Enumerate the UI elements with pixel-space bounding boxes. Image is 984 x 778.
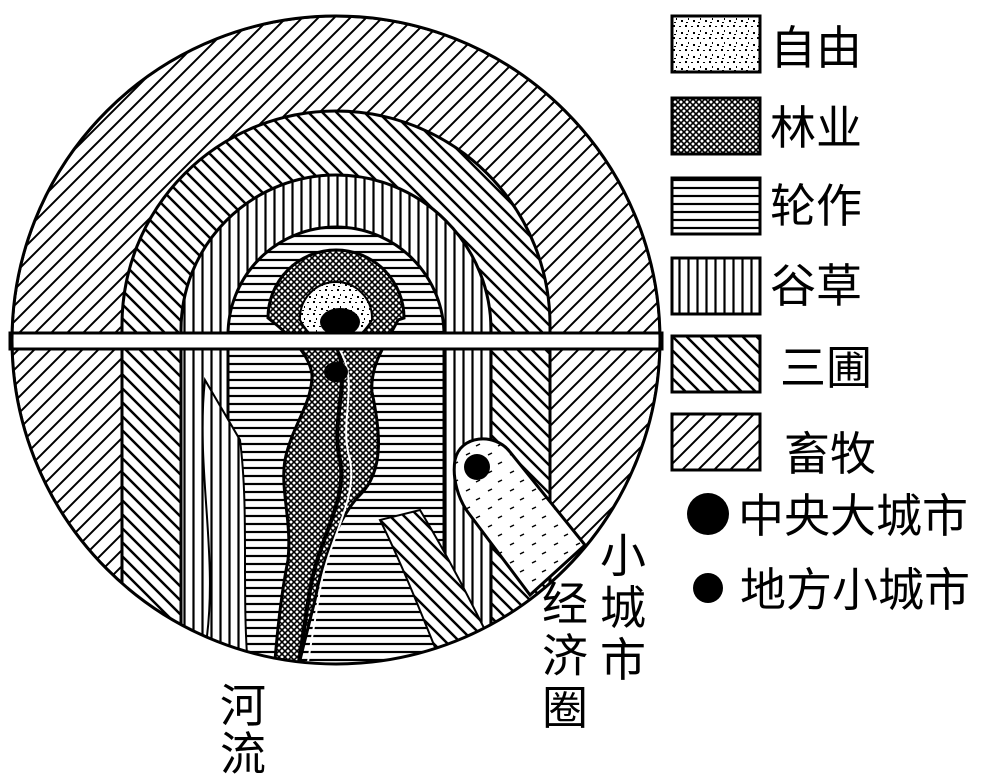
legend-swatch-rotation	[670, 176, 762, 236]
small-city-dot	[464, 454, 490, 480]
river-city-dot	[324, 362, 348, 382]
economic-circle-label-char-3: 圈	[542, 681, 588, 735]
legend-label-rotation: 轮作	[770, 179, 862, 233]
zone-rings	[12, 16, 660, 664]
legend-swatch-free	[670, 14, 762, 74]
river	[292, 344, 344, 664]
economic-circle-label-char-2: 济	[542, 629, 588, 683]
diagram-divider-band	[8, 331, 664, 351]
legend-label-free: 自由	[770, 21, 862, 75]
legend-label-forestry: 林业	[770, 101, 862, 155]
legend-small-city-dot	[693, 573, 723, 603]
central-city-dot	[320, 308, 360, 336]
legend-swatch-grain-grass	[670, 256, 762, 316]
zone-forestry	[266, 248, 406, 664]
legend: 自由 林业 轮作 谷草 三圃 畜牧 中央大城市 地方小城市	[670, 14, 970, 617]
economic-circle-label-char-1: 经	[542, 577, 588, 631]
river-label-char-1: 河	[220, 679, 266, 733]
legend-label-three-field: 三圃	[780, 341, 872, 395]
legend-label-small-city: 地方小城市	[740, 563, 970, 617]
legend-label-grain-grass: 谷草	[770, 259, 862, 313]
outer-circle-border	[10, 14, 662, 666]
river-label-char-2: 流	[220, 727, 266, 778]
legend-big-city-dot	[687, 493, 729, 535]
river-bank	[301, 349, 353, 664]
small-city-economic-circle	[452, 437, 588, 598]
small-city-label-char-3: 市	[600, 633, 646, 687]
small-city-label-char-2: 城	[600, 581, 646, 635]
legend-swatch-three-field	[670, 334, 762, 394]
legend-label-big-city: 中央大城市	[738, 489, 968, 543]
legend-swatch-forestry	[670, 96, 762, 156]
legend-label-livestock: 畜牧	[784, 427, 876, 481]
small-city-label-char-1: 小	[600, 529, 646, 583]
legend-swatch-livestock	[670, 412, 762, 472]
river-valley-grain-grass	[201, 376, 252, 664]
